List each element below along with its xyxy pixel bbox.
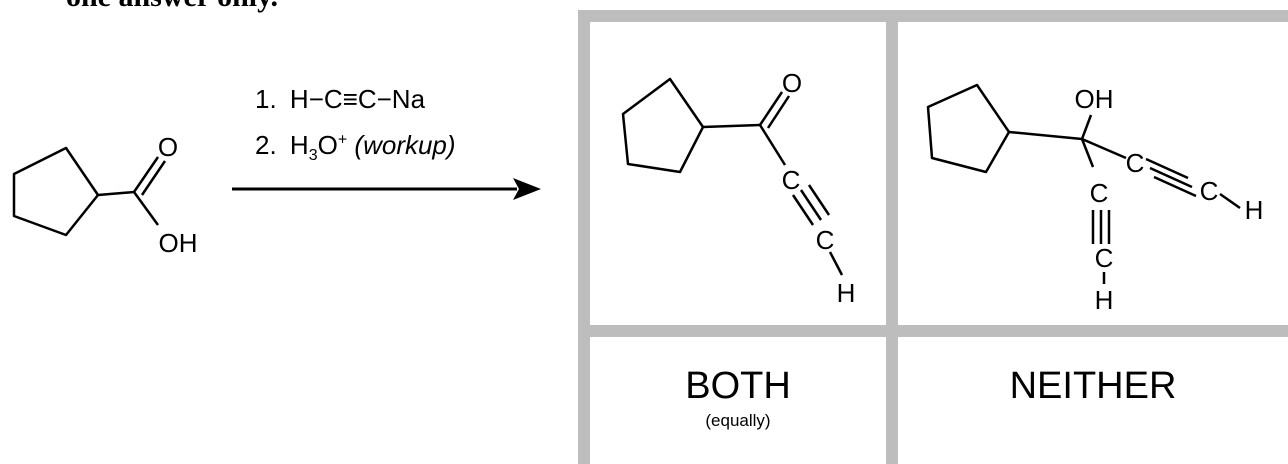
diynol-triple-a3 — [1153, 175, 1197, 198]
ynone-carbonyl-1 — [758, 91, 784, 126]
reagent-2-mid: O — [317, 130, 338, 160]
ynone-carbonyl-2 — [766, 95, 791, 129]
carbonyl-bond-1 — [132, 156, 160, 193]
diynol-carbon-4-label: C — [1095, 243, 1114, 273]
reagent-1-number: 1. — [255, 84, 277, 114]
ynone-triple-3 — [807, 184, 831, 216]
diynol-c-oh-bond — [1080, 114, 1093, 140]
diynol-c-h-bond-a — [1219, 192, 1241, 210]
both-sublabel: (equally) — [705, 411, 771, 430]
diynol-carbon-1-label: C — [1126, 148, 1145, 178]
ynone-c-h-bond — [828, 251, 844, 276]
starting-material-bonds — [12, 146, 167, 237]
diynol-hydroxyl-label: OH — [1075, 84, 1114, 114]
carbonyl-bond-2 — [140, 160, 167, 196]
start-hydroxyl-label: OH — [159, 228, 198, 258]
neither-label: NEITHER — [1009, 365, 1177, 407]
option-neither[interactable]: NEITHER — [898, 337, 1288, 464]
ynone-ring — [621, 77, 705, 174]
diynol-carbon-2-label: C — [1200, 176, 1219, 206]
cyclopentane-ring — [12, 146, 100, 237]
ynone-triple-1 — [791, 194, 815, 226]
ynone-triple-2 — [799, 189, 823, 221]
answer-grid: O C C H OH C C — [578, 10, 1288, 464]
reagent-2-number: 2. — [255, 130, 277, 160]
diynol-c-c-bond-2 — [1080, 138, 1095, 168]
reaction-arrow — [232, 178, 541, 200]
reagent-2-superscript: + — [337, 131, 348, 149]
diynol-ring — [926, 83, 1011, 174]
diynol-hydrogen-1-label: H — [1245, 195, 1264, 225]
diynol-carbon-3-label: C — [1090, 178, 1109, 208]
ynone-carbon-2-label: C — [816, 225, 835, 255]
reagent-line-1: 1. H−C≡C−Na — [255, 84, 425, 115]
reagent-1-formula: H−C≡C−Na — [289, 84, 426, 114]
ynone-ring-bond — [702, 123, 761, 129]
instruction-text: one answer only. — [66, 0, 278, 14]
reagent-2-note: (workup) — [354, 130, 456, 160]
diynol-triple-a1 — [1145, 157, 1189, 180]
diynol-ring-bond — [1008, 130, 1083, 141]
ynone-hydrogen-label: H — [837, 278, 856, 308]
diynol-triple-a2 — [1149, 166, 1193, 189]
reagent-2-prefix: H — [289, 130, 309, 160]
reagent-line-2: 2. H3O+ (workup) — [255, 130, 456, 165]
starting-material: O OH — [12, 132, 198, 258]
option-ynone[interactable]: O C C H — [590, 22, 886, 325]
both-label: BOTH — [685, 365, 791, 407]
ynone-structure: O C C H — [621, 68, 856, 308]
diynol-structure: OH C C H C C H — [926, 83, 1264, 315]
c-oh-bond — [132, 191, 160, 226]
option-both[interactable]: BOTH (equally) — [590, 337, 886, 464]
ring-carbon-bond — [97, 190, 135, 197]
ynone-oxygen-label: O — [782, 68, 802, 98]
start-oxygen-label: O — [158, 132, 178, 162]
diynol-hydrogen-2-label: H — [1095, 285, 1114, 315]
ynone-carbon-1-label: C — [782, 165, 801, 195]
reagent-2-subscript: 3 — [308, 147, 318, 165]
ynone-c-c-bond — [758, 124, 787, 166]
diynol-c-c-bond-1 — [1081, 137, 1127, 160]
option-diynol[interactable]: OH C C H C C H — [898, 22, 1288, 325]
arrow-head — [513, 178, 541, 200]
